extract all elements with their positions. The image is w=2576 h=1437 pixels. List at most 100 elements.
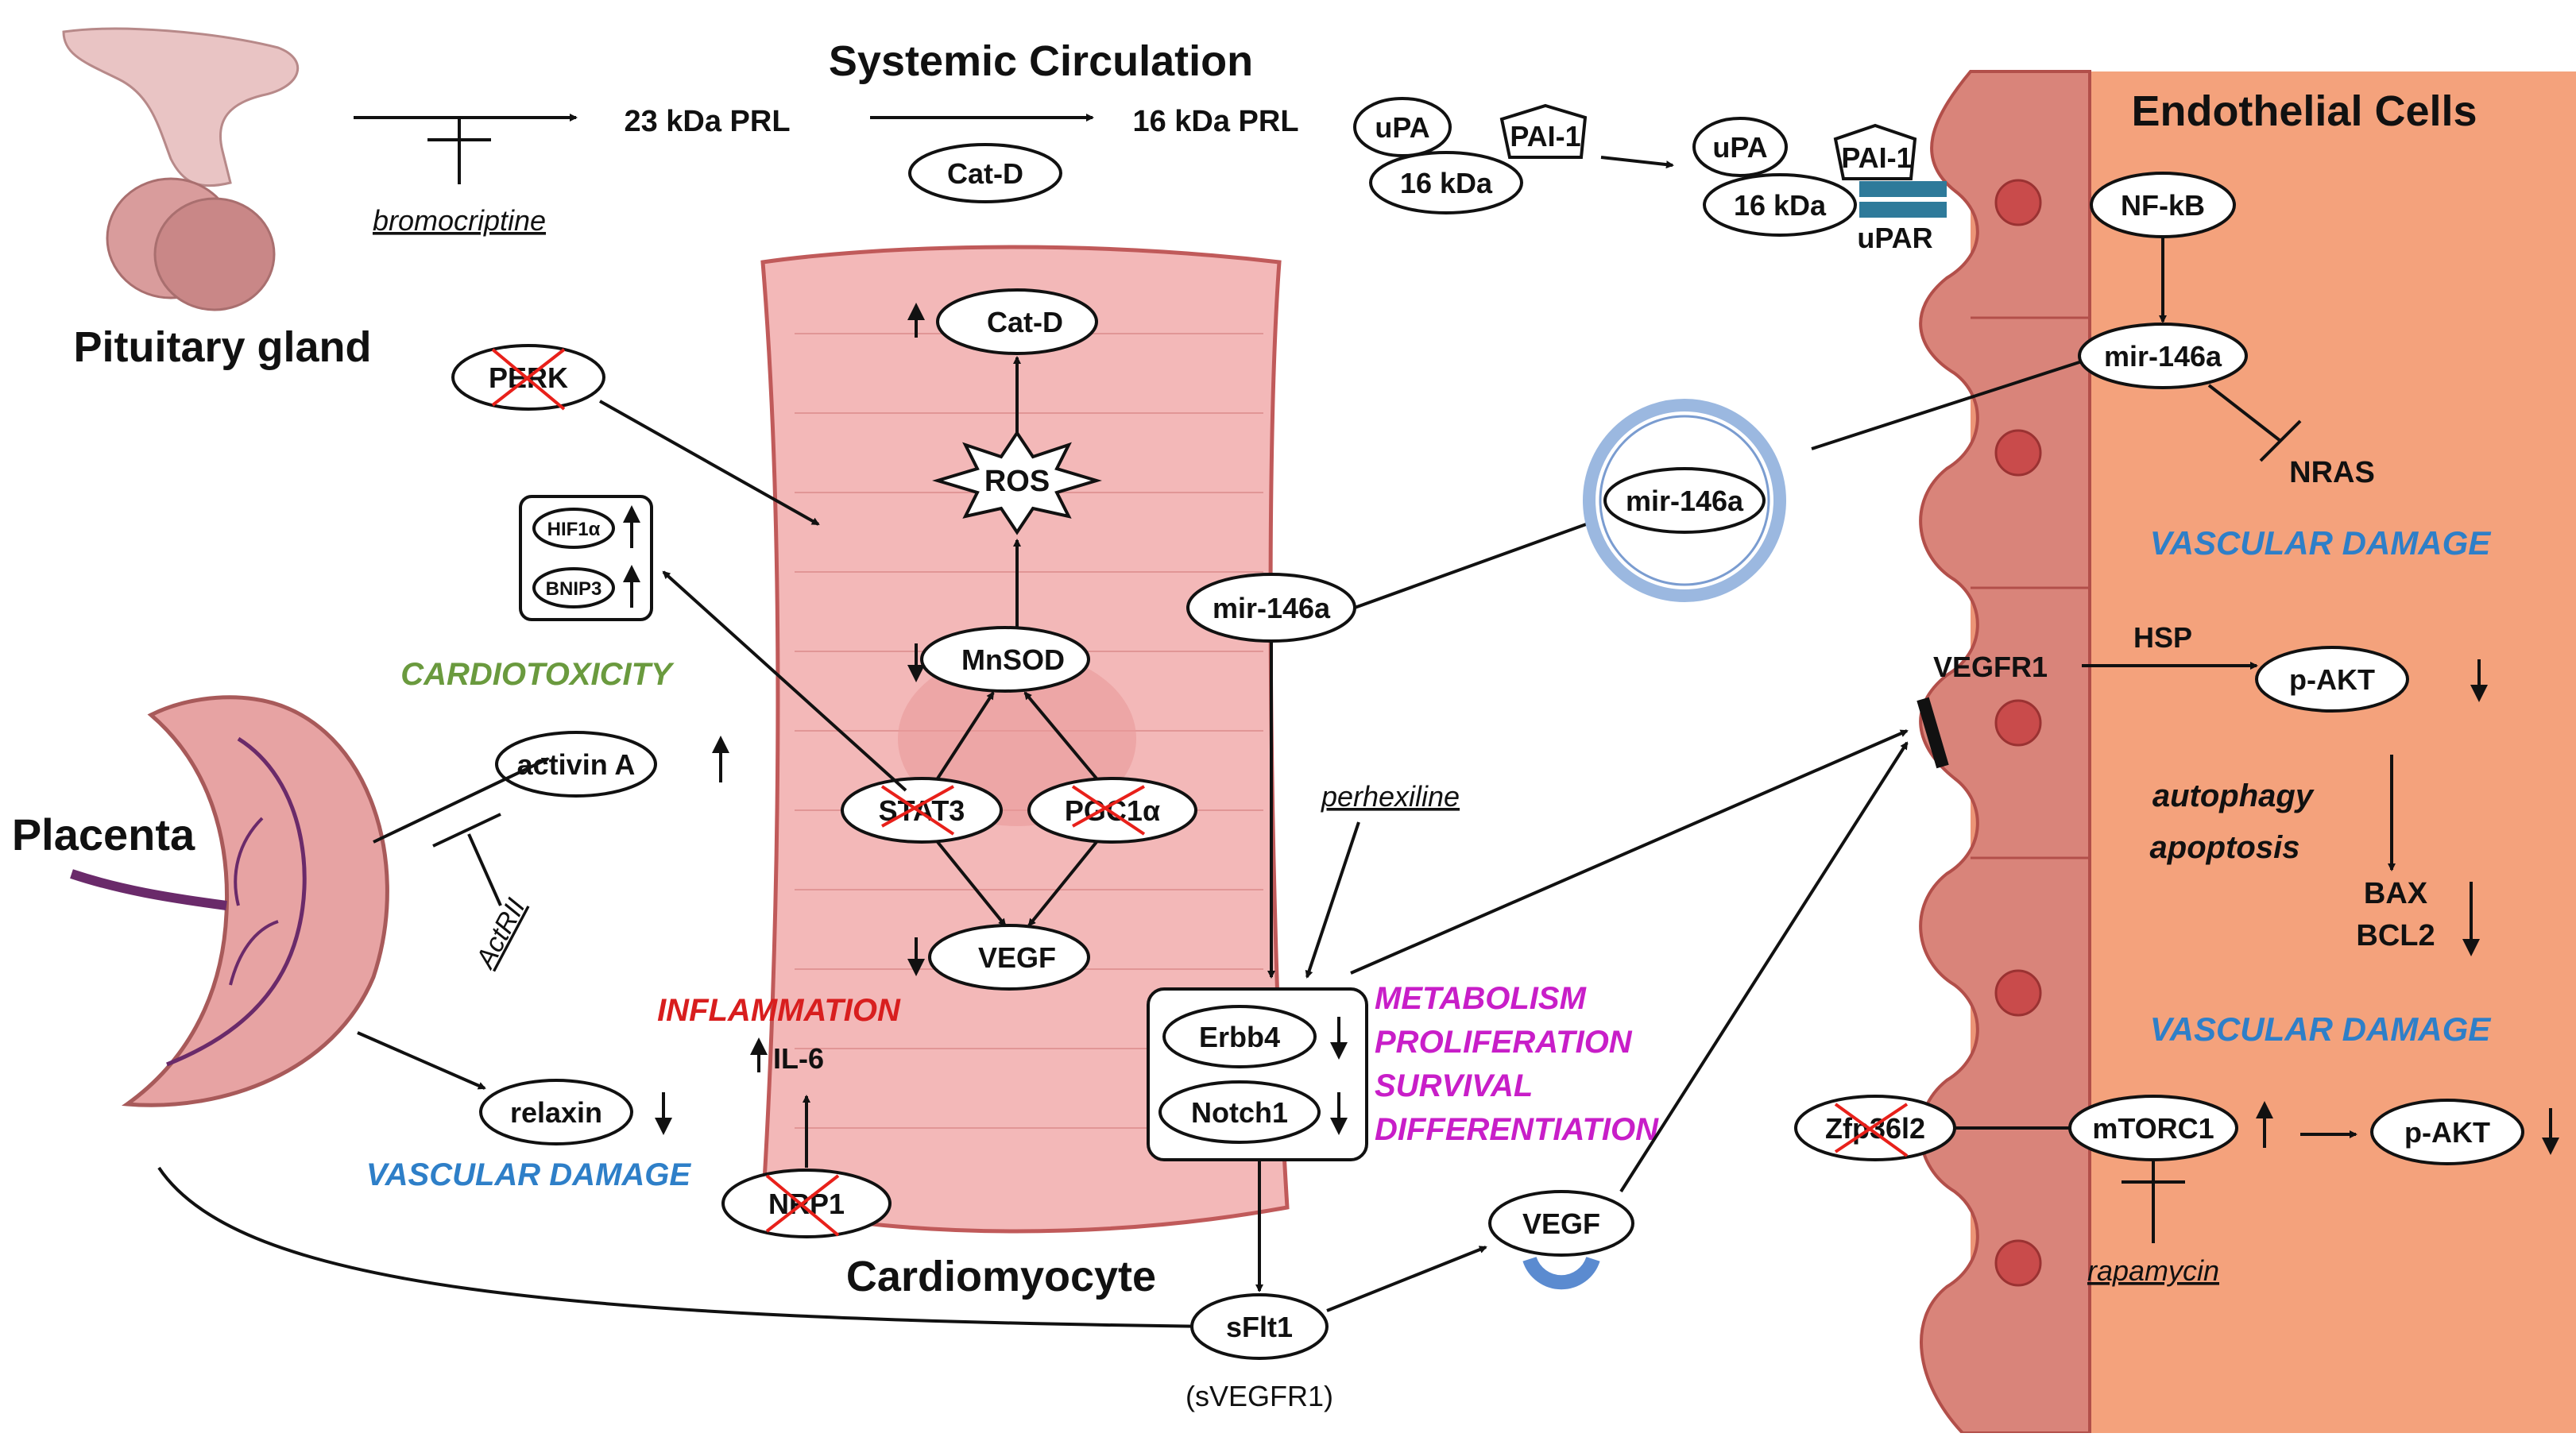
endothelial-membrane [1919, 70, 2091, 1435]
arrow-perhexiline [1305, 821, 1360, 979]
cat-d-systemic-label: Cat-D [947, 157, 1023, 190]
cardiotoxicity-label: CARDIOTOXICITY [400, 657, 675, 692]
nrp1-inhibited-cross [765, 1174, 840, 1237]
mir146a-cardio-label: mir-146a [1213, 592, 1331, 624]
hif1a-label: HIF1α [547, 519, 601, 540]
pituitary-lobe-right [153, 197, 276, 311]
svegfr1-label: (sVEGFR1) [1186, 1380, 1333, 1412]
pgc1a-inhibited-cross [1071, 785, 1146, 836]
link-mir146a-to-vesicle [1354, 519, 1598, 609]
nfkb-label: NF-kB [2121, 189, 2205, 222]
vegf-free-node [1488, 1190, 1634, 1257]
arrow-pgc1a-to-vegf [1027, 840, 1098, 927]
vegf-cardio-label: VEGF [978, 941, 1056, 974]
arrow-placenta-to-relaxin [357, 1031, 486, 1090]
erbb4-node [1162, 1005, 1317, 1068]
differentiation-label: DIFFERENTIATION [1375, 1112, 1659, 1147]
vegfr1-receptor-bar [1917, 697, 1949, 769]
pakt-label-2: p-AKT [2404, 1116, 2490, 1149]
hif1a-node [532, 508, 615, 549]
bax-label: BAX [2364, 877, 2428, 910]
arrow-complex-to-upar [1600, 156, 1674, 169]
arrow-placenta-to-activin [373, 757, 550, 844]
exosome-vesicle-inner [1599, 415, 1770, 586]
stat3-inhibited-cross [880, 785, 955, 836]
kda16-node-2 [1703, 173, 1857, 237]
nucleus [1994, 699, 2042, 747]
arrow-erbb4-to-vegfr1 [1350, 729, 1909, 975]
nucleus [1994, 1239, 2042, 1287]
mir146a-ec-node [2078, 323, 2248, 389]
endothelial-title: Endothelial Cells [2131, 87, 2477, 135]
survival-label: SURVIVAL [1375, 1068, 1533, 1103]
pituitary-gland: Pituitary gland [62, 27, 372, 371]
kda16-label-1: 16 kDa [1400, 167, 1493, 199]
vegfr1-label: VEGFR1 [1933, 651, 2048, 683]
ros-label: ROS [984, 465, 1050, 498]
notch1-node [1158, 1080, 1321, 1144]
pituitary-stalk [62, 27, 300, 187]
upar-receptor-top [1859, 181, 1947, 197]
autophagy-label: autophagy [2152, 778, 2315, 813]
pakt-label-1: p-AKT [2289, 663, 2375, 696]
stat3-inhibited-cross [881, 785, 954, 828]
perhexiline-label: perhexiline [1321, 780, 1460, 813]
mir146a-vesicle-label: mir-146a [1626, 485, 1744, 517]
inhibit-actrii-stem [467, 833, 502, 906]
rapamycin-label: rapamycin [2087, 1254, 2219, 1287]
bcl2-label: BCL2 [2356, 919, 2435, 952]
umbilical-cord [70, 869, 227, 910]
inhibit-nras-bar [2259, 419, 2302, 462]
prl-23-label: 23 kDa PRL [624, 105, 790, 138]
vegf-receptor-clamp [1522, 1256, 1600, 1290]
endothelial-panel: Endothelial Cells [1919, 70, 2576, 1435]
vegf-cardio-node [928, 924, 1090, 991]
placenta-vessel [234, 817, 264, 906]
relaxin-label: relaxin [510, 1096, 602, 1129]
prl-16-label: 16 kDa PRL [1132, 105, 1298, 138]
mtorc1-node [2068, 1095, 2238, 1161]
mnsod-node [920, 626, 1090, 693]
upar-receptor-bottom [1859, 202, 1947, 218]
pai1-node-1 [1499, 103, 1588, 159]
apoptosis-label: apoptosis [2150, 830, 2300, 865]
nucleus [1994, 969, 2042, 1017]
mnsod-label: MnSOD [961, 643, 1065, 676]
proliferation-label: PROLIFERATION [1375, 1025, 1633, 1060]
link-vesicle-to-ec-mir [1811, 360, 2083, 450]
sflt1-node [1190, 1293, 1329, 1360]
pai1-node-2 [1833, 123, 1917, 180]
inhibit-nras-stem [2207, 384, 2282, 442]
activin-a-node [495, 731, 657, 798]
cat-d-node [936, 288, 1098, 355]
relaxin-node [479, 1079, 633, 1145]
arrow-placenta-to-sflt1 [157, 1166, 1217, 1331]
pgc1a-inhibited-cross [1072, 785, 1145, 828]
arrow-stat3-to-hif [662, 570, 907, 792]
bromocriptine-label: bromocriptine [373, 204, 546, 237]
systemic-circulation-title: Systemic Circulation [829, 37, 1253, 85]
vascular-damage-ec1-label: VASCULAR DAMAGE [2150, 524, 2493, 562]
arrow-stat3-to-mnsod [936, 691, 995, 780]
exosome-vesicle [1583, 399, 1786, 602]
placenta: Placenta [12, 695, 389, 1107]
inflammation-label: INFLAMMATION [657, 993, 901, 1028]
metabolism-label: METABOLISM [1375, 981, 1588, 1016]
inhibit-actrii-bar [432, 813, 501, 848]
placenta-vessel [166, 736, 307, 1067]
pituitary-title: Pituitary gland [73, 323, 371, 371]
arrow-vegf-to-vegfr1 [1619, 741, 1909, 1193]
zfp36l2-inhibited-cross [1834, 1103, 1909, 1157]
arrow-perk-to-cardiomyocyte [599, 400, 820, 526]
bnip3-label: BNIP3 [546, 578, 602, 600]
nrp1-label: NRP1 [768, 1188, 845, 1220]
upar-label: uPAR [1857, 222, 1932, 254]
upa-node-1 [1353, 97, 1452, 157]
bnip3-node [532, 567, 615, 608]
placenta-title: Placenta [12, 809, 195, 859]
placenta-vessel [229, 920, 279, 986]
actrii-label: ActRII [470, 894, 532, 975]
upa-label-1: uPA [1375, 111, 1429, 144]
